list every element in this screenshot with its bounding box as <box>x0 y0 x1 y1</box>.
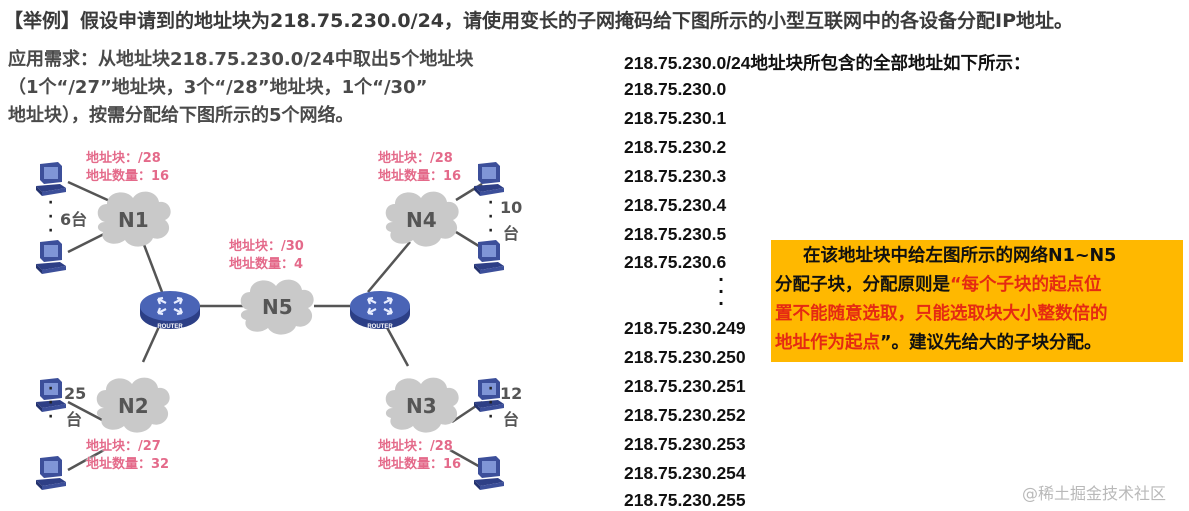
address-item: 218.75.230.250 <box>624 347 746 367</box>
network-label-n4: N4 <box>406 208 437 232</box>
n3-host-unit: 台 <box>503 410 520 429</box>
svg-text:ROUTER: ROUTER <box>367 324 393 330</box>
ellipsis-dots: ··· <box>48 195 54 239</box>
address-item: 218.75.230.249 <box>624 318 746 338</box>
n4-address-info: 地址块：/28 地址数量：16 <box>378 151 462 184</box>
address-list-heading: 218.75.230.0/24地址块所包含的全部地址如下所示： <box>624 53 1031 73</box>
n3-address-info: 地址块：/28 地址数量：16 <box>378 439 462 472</box>
requirement-line-3: 地址块），按需分配给下图所示的5个网络。 <box>8 105 354 126</box>
network-label-n2: N2 <box>118 394 149 418</box>
computer-icon <box>474 240 504 274</box>
note-line-2: 分配子块，分配原则是“每个子块的起点位 <box>775 275 1102 295</box>
requirement-line-1: 应用需求：从地址块218.75.230.0/24中取出5个地址块 <box>8 49 474 70</box>
requirement-text: 应用需求：从地址块218.75.230.0/24中取出5个地址块 （1个“/27… <box>8 46 474 130</box>
address-item: 218.75.230.5 <box>624 224 727 244</box>
n2-address-info: 地址块：/27 地址数量：32 <box>86 439 170 472</box>
n1-host-count: 6台 <box>60 210 88 229</box>
address-ellipsis: ··· <box>718 270 725 313</box>
computer-icon <box>36 162 66 196</box>
address-item: 218.75.230.254 <box>624 463 746 483</box>
requirement-line-2: （1个“/27”地址块，3个“/28”地址块，1个“/30” <box>8 77 428 98</box>
ellipsis-dots: ··· <box>48 381 54 425</box>
address-item: 218.75.230.252 <box>624 405 746 425</box>
address-item: 218.75.230.4 <box>624 195 727 215</box>
note-line-4: 地址作为起点”。建议先给大的子块分配。 <box>775 333 1102 353</box>
network-label-n1: N1 <box>118 208 149 232</box>
note-line-3: 置不能随意选取，只能选取块大小整数倍的 <box>775 304 1108 324</box>
watermark: @稀土掘金技术社区 <box>1022 484 1167 503</box>
n5-address-info: 地址块：/30 地址数量：4 <box>229 239 304 272</box>
address-item: 218.75.230.6 <box>624 252 727 272</box>
network-label-n5: N5 <box>262 295 293 319</box>
svg-text:ROUTER: ROUTER <box>157 324 183 330</box>
address-item: 218.75.230.253 <box>624 434 746 454</box>
n1-address-info: 地址块：/28 地址数量：16 <box>86 151 170 184</box>
address-item: 218.75.230.0 <box>624 79 727 99</box>
n2-host-unit: 台 <box>66 410 83 429</box>
computer-icon <box>474 162 504 196</box>
computer-icon <box>474 456 504 490</box>
address-item: 218.75.230.1 <box>624 108 727 128</box>
n3-host-count: 12 <box>500 384 523 403</box>
n4-host-count: 10 <box>500 198 523 217</box>
n2-host-count: 25 <box>64 384 87 403</box>
n4-host-unit: 台 <box>503 224 520 243</box>
computer-icon <box>36 240 66 274</box>
ellipsis-dots: ··· <box>488 381 494 425</box>
address-item: 218.75.230.2 <box>624 137 727 157</box>
computer-icon <box>36 456 66 490</box>
network-diagram: ROUTER ROUTER <box>36 162 504 490</box>
network-label-n3: N3 <box>406 394 437 418</box>
allocation-principle-note: 在该地址块中给左图所示的网络N1~N5 分配子块，分配原则是“每个子块的起点位 … <box>771 240 1183 362</box>
address-item: 218.75.230.3 <box>624 166 727 186</box>
page-title: 【举例】假设申请到的地址块为218.75.230.0/24，请使用变长的子网掩码… <box>4 10 1074 32</box>
address-item: 218.75.230.251 <box>624 376 746 396</box>
note-line-1: 在该地址块中给左图所示的网络N1~N5 <box>803 246 1117 266</box>
ellipsis-dots: ··· <box>488 195 494 239</box>
address-item: 218.75.230.255 <box>624 490 746 510</box>
